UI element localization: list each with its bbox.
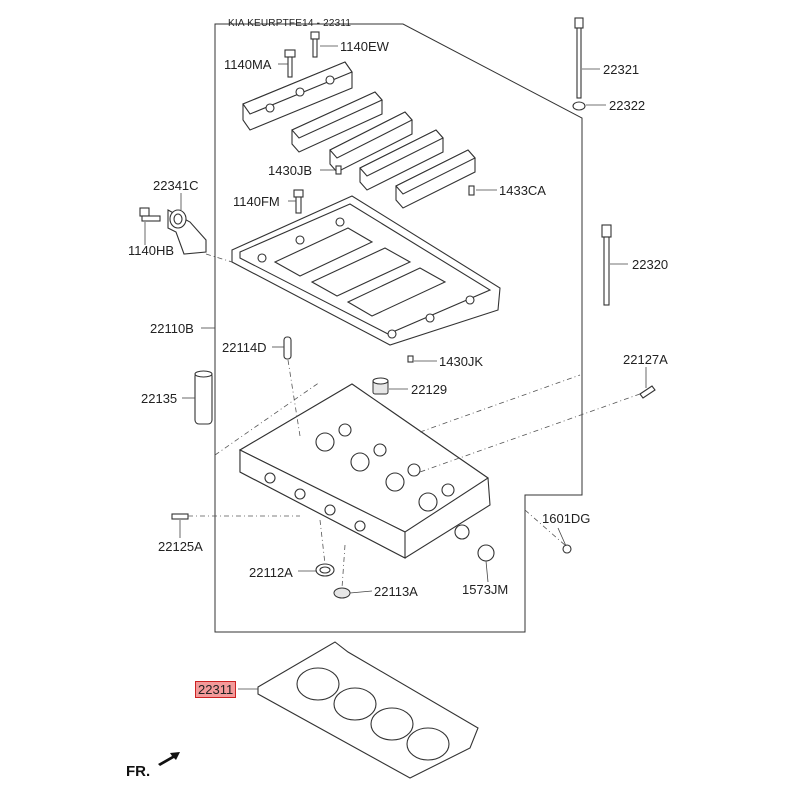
stud-22127a[interactable]	[639, 385, 656, 399]
label-1573jm[interactable]: 1573JM	[462, 582, 509, 597]
bolt-1140fm[interactable]	[293, 189, 304, 214]
bracket-22341c[interactable]	[167, 209, 207, 255]
bolt-22320[interactable]	[601, 224, 612, 306]
stud-22125a[interactable]	[171, 513, 189, 520]
label-1140fm[interactable]: 1140FM	[233, 194, 280, 209]
label-22125a[interactable]: 22125A	[158, 539, 203, 554]
camshaft-cap-2[interactable]	[291, 91, 383, 153]
sleeve-22135[interactable]	[194, 370, 213, 425]
label-1433ca[interactable]: 1433CA	[499, 183, 546, 198]
label-1140hb[interactable]: 1140HB	[128, 243, 175, 258]
head-gasket-22311[interactable]	[257, 641, 479, 779]
label-22321[interactable]: 22321	[603, 62, 640, 77]
label-22129[interactable]: 22129	[411, 382, 448, 397]
cylinder-head[interactable]	[238, 383, 491, 559]
label-22322[interactable]: 22322	[609, 98, 646, 113]
direction-label: FR.	[126, 763, 151, 780]
label-22311-highlighted[interactable]: 22311	[195, 681, 237, 698]
pin-1430jb[interactable]	[335, 165, 342, 175]
label-22135[interactable]: 22135	[141, 391, 178, 406]
pin-1433ca[interactable]	[468, 185, 475, 196]
dowel-22114d[interactable]	[283, 336, 292, 360]
label-22112a[interactable]: 22112A	[249, 565, 293, 580]
camshaft-cap-3[interactable]	[329, 111, 413, 173]
plug-1601dg[interactable]	[562, 544, 572, 554]
label-1140ma[interactable]: 1140MA	[224, 57, 272, 72]
bolt-1140hb[interactable]	[139, 207, 161, 222]
camshaft-cap-4[interactable]	[359, 129, 444, 191]
camshaft-cap-1[interactable]	[242, 61, 353, 131]
label-22113a[interactable]: 22113A	[374, 584, 418, 599]
label-22127a[interactable]: 22127A	[623, 352, 668, 367]
bolt-22321[interactable]	[574, 17, 584, 99]
label-1430jk[interactable]: 1430JK	[439, 354, 484, 369]
label-22320[interactable]: 22320	[632, 257, 669, 272]
bolt-1140ew[interactable]	[310, 31, 320, 58]
cap-1573jm[interactable]	[477, 544, 495, 562]
label-1601dg[interactable]: 1601DG	[542, 511, 591, 526]
plug-22129[interactable]	[372, 377, 389, 395]
bolt-1140ma[interactable]	[284, 49, 296, 78]
pin-1430jk[interactable]	[407, 355, 414, 363]
washer-22322[interactable]	[572, 101, 586, 111]
label-1430jb[interactable]: 1430JB	[268, 163, 313, 178]
label-22341c[interactable]: 22341C	[153, 178, 199, 193]
label-1140ew[interactable]: 1140EW	[340, 39, 389, 54]
diagram-title: KIA KEURPTFE14 - 22311	[228, 18, 352, 29]
camshaft-cap-5[interactable]	[395, 149, 476, 209]
camshaft-carrier-22110b[interactable]	[231, 195, 501, 346]
seal-22112a[interactable]	[315, 563, 335, 577]
label-22110b[interactable]: 22110B	[150, 321, 194, 336]
label-22114d[interactable]: 22114D	[222, 340, 267, 355]
front-arrow-icon	[158, 752, 180, 766]
seal-22113a[interactable]	[333, 587, 351, 599]
assembly-frame	[214, 23, 583, 633]
